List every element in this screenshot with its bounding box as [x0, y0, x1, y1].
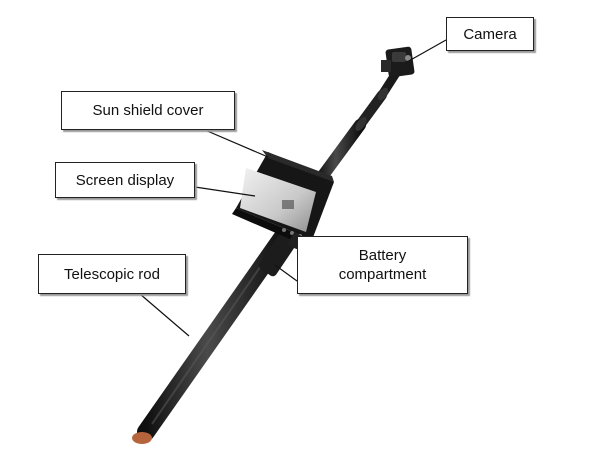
camera-head [381, 46, 415, 78]
leader-rod [139, 293, 190, 337]
battery-compartment [258, 231, 298, 277]
screen-label: Screen display [55, 162, 195, 198]
rod-end-cap [132, 432, 152, 444]
upper-mast [310, 65, 403, 191]
camera-label-text: Camera [463, 25, 517, 43]
sun-shield [262, 150, 334, 182]
leader-battery [274, 264, 298, 282]
camera-label: Camera [446, 17, 534, 51]
leader-sun-shield [204, 129, 269, 158]
rod-label-text: Telescopic rod [64, 265, 160, 283]
sun-shield-label: Sun shield cover [61, 91, 235, 130]
telescopic-rod [132, 229, 291, 444]
battery-label-text: Battery compartment [338, 247, 427, 283]
battery-label: Battery compartment [297, 236, 468, 294]
rod-label: Telescopic rod [38, 254, 186, 294]
screen-label-text: Screen display [75, 171, 175, 189]
sun-shield-label-text: Sun shield cover [92, 102, 204, 119]
leader-lines [139, 39, 447, 337]
leader-screen [194, 186, 256, 197]
leader-camera [406, 39, 447, 63]
screen-glass [240, 168, 316, 232]
